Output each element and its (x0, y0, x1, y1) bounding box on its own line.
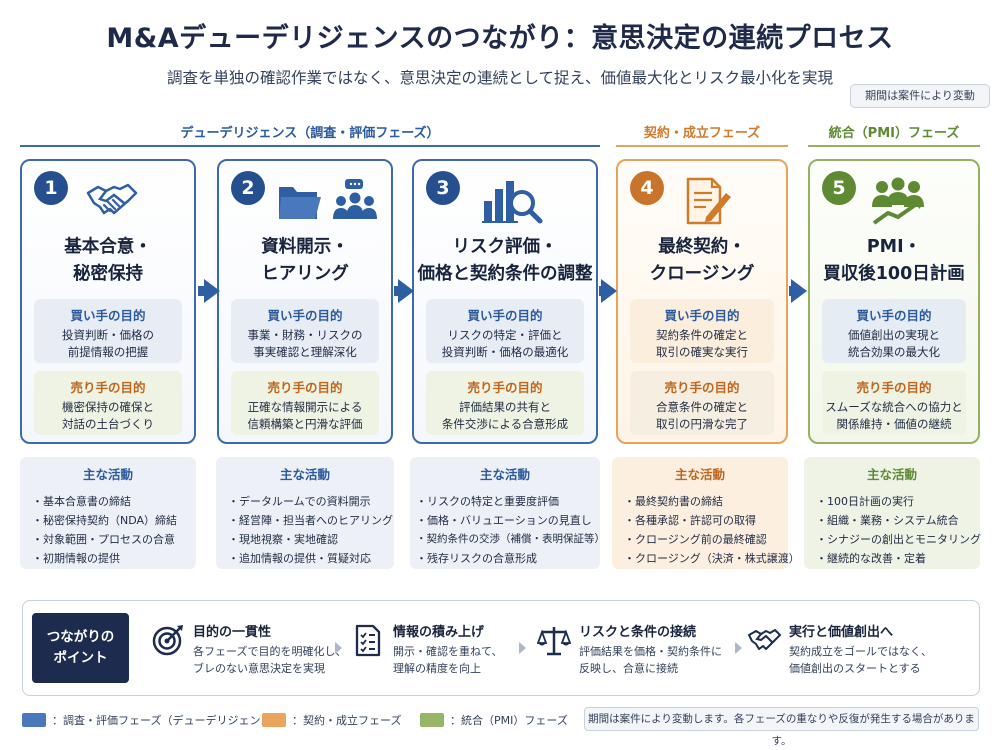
flow-arrow-icon (204, 279, 220, 303)
activity-item: 契約条件の交渉（補償・表明保証等） (416, 530, 606, 549)
step-number: 2 (231, 171, 265, 205)
link-item-purpose: 目的の一貫性 各フェーズで目的を明確化し、ブレのない意思決定を実現 (151, 619, 346, 689)
step-card-4: 4 最終契約・ クロージング 買い手の目的 契約条件の確定と取引の確実な実行 売… (616, 159, 788, 444)
activities-box-1: 主な活動 基本合意書の締結 秘密保持契約（NDA）締結 対象範囲・プロセスの合意… (20, 457, 196, 569)
chevron-right-icon (335, 642, 342, 654)
seller-goal: 売り手の目的 スムーズな統合への協力と関係維持・価値の継続 (822, 371, 966, 435)
seller-goal: 売り手の目的 評価結果の共有と条件交渉による合意形成 (426, 371, 584, 435)
step-number: 3 (426, 171, 460, 205)
step-title: リスク評価・ 価格と契約条件の調整 (417, 237, 593, 284)
phase-line-pmi (808, 145, 980, 147)
legend-item-contract: ：契約・成立フェーズ (262, 712, 401, 728)
phase-line-contract (616, 145, 788, 147)
activity-item: 秘密保持契約（NDA）締結 (32, 511, 196, 530)
phase-label-contract: 契約・成立フェーズ (643, 126, 761, 141)
connection-points-panel: つながりの ポイント 目的の一貫性 各フェーズで目的を明確化し、ブレのない意思決… (22, 600, 980, 696)
flow-arrow-stem-2 (394, 286, 400, 296)
legend-swatch-green (420, 713, 444, 727)
phase-label-pmi: 統合（PMI）フェーズ (828, 126, 960, 141)
activities-box-4: 主な活動 最終契約書の締結 各種承認・許認可の取得 クロージング前の最終確認 ク… (612, 457, 800, 569)
activity-item: 追加情報の提供・質疑対応 (228, 549, 394, 568)
activity-item: シナジーの創出とモニタリング (816, 530, 981, 549)
step-number: 5 (822, 171, 856, 205)
chevron-right-icon (735, 642, 742, 654)
team-growth-icon (868, 175, 930, 227)
activity-item: 初期情報の提供 (32, 549, 196, 568)
activities-box-2: 主な活動 データルームでの資料開示 経営陣・担当者へのヒアリング 現地視察・実地… (216, 457, 394, 569)
target-icon (152, 625, 183, 656)
buyer-goal: 買い手の目的 契約条件の確定と取引の確実な実行 (630, 299, 774, 363)
step-card-1: 1 基本合意・ 秘密保持 買い手の目的 投資判断・価格の前提情報の把握 売り手の… (20, 159, 196, 444)
page-title: M&Aデューデリジェンスのつながり：意思決定の連続プロセス (106, 23, 894, 54)
phase-line-dd (20, 145, 600, 147)
activity-item: 組織・業務・システム統合 (816, 511, 980, 530)
activity-item: リスクの特定と重要度評価 (416, 492, 600, 511)
step-number: 1 (34, 171, 68, 205)
period-badge: 期間は案件により変動 (850, 84, 990, 108)
phase-label-dd: デューデリジェンス（調査・評価フェーズ） (180, 126, 440, 141)
seller-goal: 売り手の目的 合意条件の確定と取引の円滑な完了 (630, 371, 774, 435)
step-card-2: 2 資料開示・ ヒアリング 買い手の目的 事業・財務・リスクの事実確認と理解深化… (217, 159, 393, 444)
handshake-icon (748, 629, 781, 650)
legend-item-pmi: ：統合（PMI）フェーズ (420, 712, 568, 728)
buyer-goal: 買い手の目的 リスクの特定・評価と投資判断・価格の最適化 (426, 299, 584, 363)
activity-item: データルームでの資料開示 (228, 492, 394, 511)
link-item-risk: リスクと条件の接続 評価結果を価格・契約条件に反映し、合意に接続 (537, 619, 737, 689)
activity-item: 経営陣・担当者へのヒアリング (228, 511, 394, 530)
step-title: PMI・ 買収後100日計画 (823, 237, 965, 284)
checklist-icon (355, 624, 381, 657)
step-number: 4 (630, 171, 664, 205)
activity-item: 対象範囲・プロセスの合意 (32, 530, 196, 549)
step-card-3: 3 リスク評価・ 価格と契約条件の調整 買い手の目的 リスクの特定・評価と投資判… (412, 159, 598, 444)
legend-note: 期間は案件により変動します。各フェーズの重なりや反復が発生する場合があります。 (584, 707, 979, 747)
contract-pen-icon (682, 175, 734, 227)
scale-icon (537, 627, 571, 656)
activity-item: 価格・バリュエーションの見直し (416, 511, 600, 530)
legend-swatch-orange (262, 713, 286, 727)
activity-item: 各種承認・許認可の取得 (624, 511, 788, 530)
activity-item: 100日計画の実行 (816, 492, 980, 511)
legend-swatch-blue (22, 713, 46, 727)
activity-item: 基本合意書の締結 (32, 492, 196, 511)
link-item-value: 実行と価値創出へ 契約成立をゴールではなく、価値創出のスタートとする (747, 619, 967, 689)
activities-box-5: 主な活動 100日計画の実行 組織・業務・システム統合 シナジーの創出とモニタリ… (804, 457, 981, 569)
flow-arrow-icon (791, 279, 807, 303)
step-card-5: 5 PMI・ 買収後100日計画 買い手の目的 価値創出の実現と統合効果の最大化… (808, 159, 980, 444)
step-title: 資料開示・ ヒアリング (261, 237, 349, 284)
flow-arrow-icon (398, 279, 414, 303)
activity-item: クロージング前の最終確認 (624, 530, 788, 549)
link-item-information: 情報の積み上げ 開示・確認を重ねて、理解の精度を向上 (351, 619, 521, 689)
buyer-goal: 買い手の目的 投資判断・価格の前提情報の把握 (34, 299, 182, 363)
seller-goal: 売り手の目的 機密保持の確保と対話の土台づくり (34, 371, 182, 435)
step-title: 最終契約・ クロージング (649, 237, 755, 284)
page-subtitle: 調査を単独の確認作業ではなく、意思決定の連続として捉え、価値最大化とリスク最小化… (166, 69, 834, 87)
buyer-goal: 買い手の目的 価値創出の実現と統合効果の最大化 (822, 299, 966, 363)
connection-points-badge: つながりの ポイント (32, 613, 129, 683)
activity-item: 最終契約書の締結 (624, 492, 788, 511)
activity-item: 継続的な改善・定着 (816, 549, 980, 568)
flow-arrow-icon (601, 279, 617, 303)
activities-box-3: 主な活動 リスクの特定と重要度評価 価格・バリュエーションの見直し 契約条件の交… (410, 457, 606, 569)
folder-people-icon (275, 175, 385, 227)
handshake-icon (84, 175, 140, 227)
activity-item: 現地視察・実地確認 (228, 530, 394, 549)
legend-item-dd: ：調査・評価フェーズ（デューデリジェンス） (22, 712, 282, 728)
flow-arrow-stem-1 (198, 286, 206, 296)
activity-item: 残存リスクの合意形成 (416, 549, 600, 568)
chevron-right-icon (519, 642, 526, 654)
activity-item: クロージング（決済・株式譲渡） (624, 549, 800, 568)
chart-magnifier-icon (480, 175, 544, 227)
step-title: 基本合意・ 秘密保持 (64, 237, 152, 284)
seller-goal: 売り手の目的 正確な情報開示による信頼構築と円滑な評価 (231, 371, 379, 435)
buyer-goal: 買い手の目的 事業・財務・リスクの事実確認と理解深化 (231, 299, 379, 363)
